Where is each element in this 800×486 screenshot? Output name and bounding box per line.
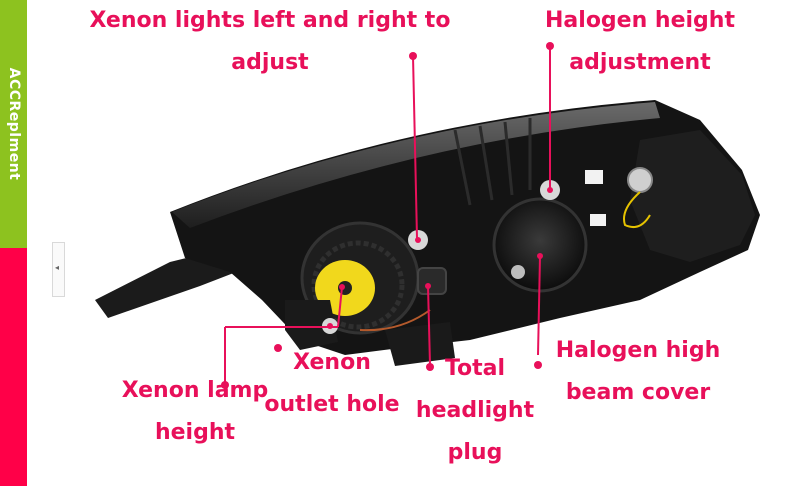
base-foot bbox=[385, 322, 455, 366]
callout-line: height bbox=[154, 420, 236, 445]
callout-line: Xenon lights left and right to bbox=[89, 8, 451, 33]
callout-line: adjust bbox=[231, 50, 309, 75]
lower-bracket bbox=[285, 300, 338, 350]
callout-halogen-high-beam: Halogen high beam cover bbox=[548, 330, 728, 414]
housing-top-edge bbox=[172, 102, 660, 228]
bulb-socket bbox=[627, 167, 653, 193]
callout-line: Xenon lamp bbox=[121, 378, 269, 403]
gear-halogen-small bbox=[511, 265, 525, 279]
callout-xenon-outlet: Xenon outlet hole bbox=[262, 342, 402, 426]
callout-line: plug bbox=[447, 440, 503, 465]
chevron-left-icon: ◂ bbox=[55, 263, 60, 272]
sidebar-tab-green[interactable] bbox=[0, 0, 27, 248]
leader-lines bbox=[224, 46, 551, 385]
callout-line: beam cover bbox=[565, 380, 711, 405]
callout-line: Halogen height bbox=[545, 8, 735, 33]
sticker bbox=[585, 170, 603, 184]
callout-xenon-adjust: Xenon lights left and right to adjust bbox=[80, 0, 460, 84]
xenon-module-ring bbox=[311, 240, 405, 330]
collapse-handle[interactable]: ◂ bbox=[52, 242, 65, 297]
callout-xenon-lamp-height: Xenon lamp height bbox=[115, 370, 275, 454]
callout-halogen-height: Halogen height adjustment bbox=[535, 0, 745, 84]
housing-ribs bbox=[453, 118, 532, 206]
headlight-plug bbox=[417, 267, 447, 295]
wire bbox=[359, 309, 431, 332]
callout-line: outlet hole bbox=[264, 392, 400, 417]
callout-line: headlight bbox=[415, 398, 535, 423]
callout-line: Total bbox=[444, 356, 506, 381]
callout-total-plug: Total headlight plug bbox=[415, 348, 535, 474]
right-unit bbox=[630, 130, 755, 262]
callout-markers bbox=[221, 42, 554, 389]
sticker bbox=[590, 214, 606, 226]
callout-line: Xenon bbox=[293, 350, 371, 375]
sidebar-tab-pink[interactable] bbox=[0, 248, 27, 486]
callout-line: adjustment bbox=[569, 50, 711, 75]
wire bbox=[623, 191, 651, 228]
callout-line: Halogen high bbox=[555, 338, 721, 363]
